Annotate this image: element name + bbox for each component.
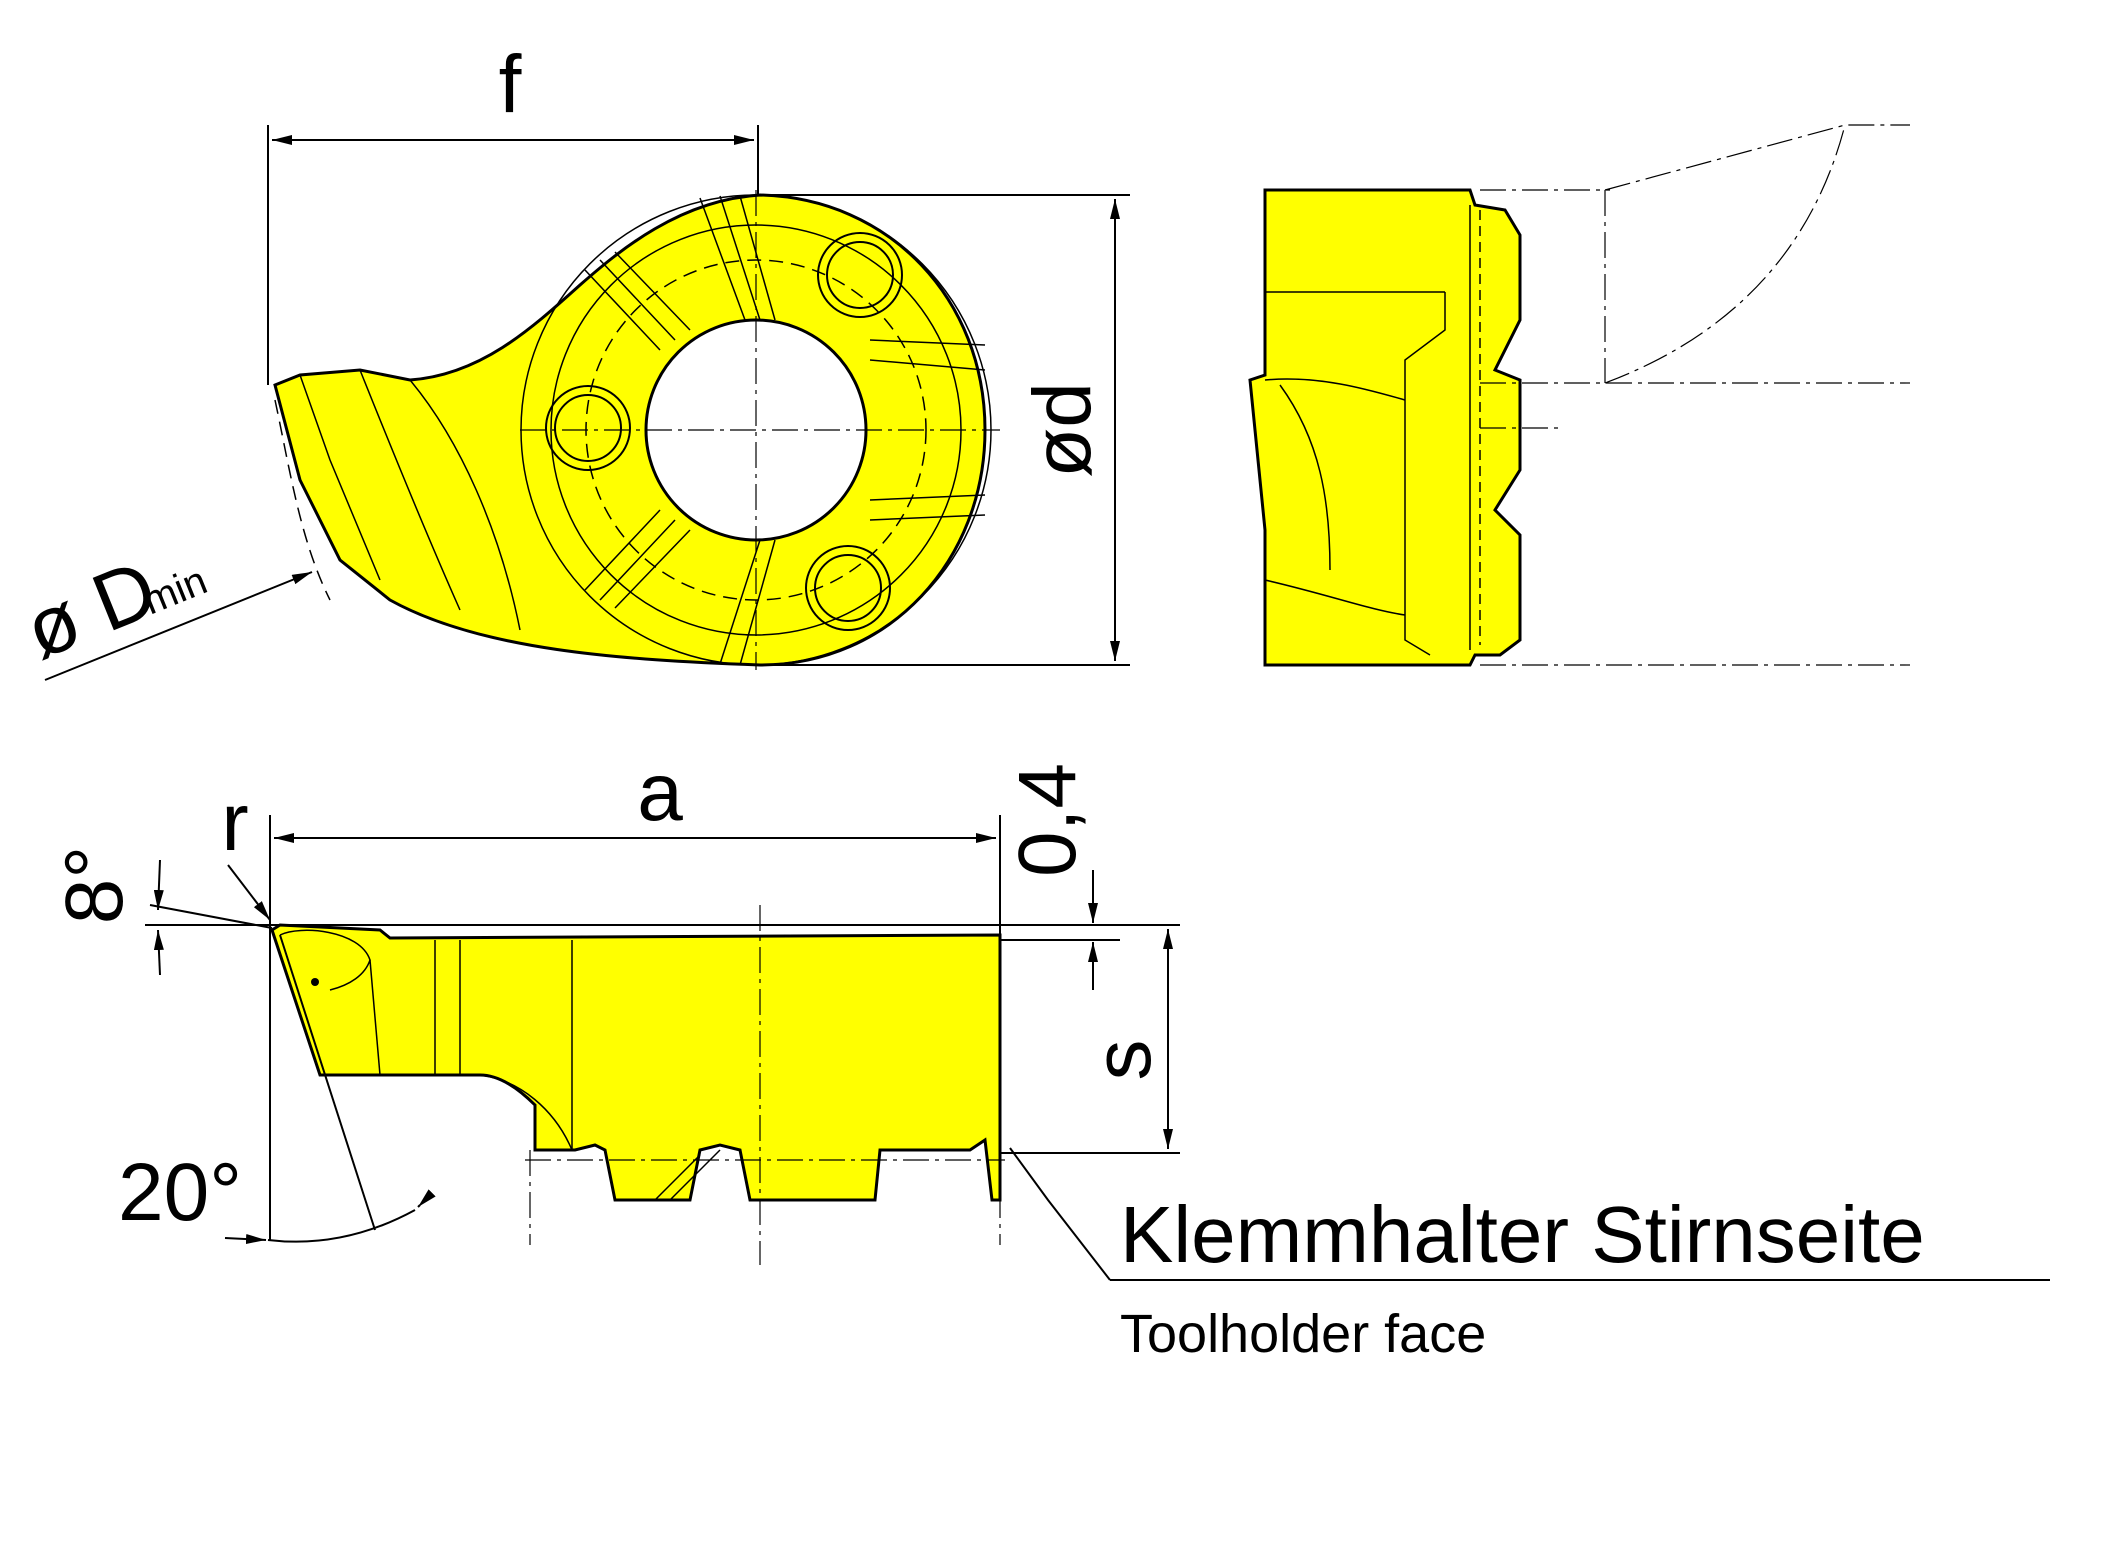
angle-20 — [224, 934, 436, 1245]
center-lines — [520, 190, 1000, 670]
label-s: s — [1077, 1040, 1168, 1081]
side-view — [1248, 124, 1910, 667]
label-angle-20: 20° — [118, 1147, 242, 1238]
screw-holes — [545, 232, 903, 631]
label-angle-8: 8° — [49, 846, 140, 924]
tip-dot — [311, 978, 319, 986]
top-view: f ød ø D min — [13, 39, 1130, 681]
dim-f — [267, 125, 759, 385]
front-detail-lines — [279, 929, 721, 1201]
dmin-arc — [274, 399, 331, 601]
toolholder-leader — [1009, 1147, 2050, 1281]
caption-english: Toolholder face — [1120, 1304, 1486, 1364]
label-dim-04: 0,4 — [1002, 763, 1093, 877]
insert-side-body — [1248, 188, 1522, 667]
dmin-leader — [44, 571, 313, 681]
label-a: a — [637, 747, 683, 838]
label-r: r — [221, 777, 248, 868]
insert-front-body — [270, 923, 1002, 1202]
label-od: ød — [1017, 382, 1108, 478]
front-view: a r 8° 0,4 s 20° — [49, 747, 2050, 1281]
dim-od — [760, 194, 1130, 666]
side-detail-lines — [1264, 205, 1481, 656]
r-leader — [227, 864, 271, 921]
dim-s — [1000, 929, 1180, 1154]
label-dmin: ø D — [13, 543, 170, 677]
front-center-lines — [525, 905, 1005, 1265]
label-f: f — [499, 39, 522, 130]
dim-04 — [145, 870, 1180, 990]
angle-8 — [149, 859, 273, 976]
caption-german: Klemmhalter Stirnseite — [1120, 1190, 1925, 1279]
side-projection-lines — [1480, 124, 1910, 666]
groove-stripes — [299, 195, 986, 666]
dim-a — [269, 815, 1001, 1240]
